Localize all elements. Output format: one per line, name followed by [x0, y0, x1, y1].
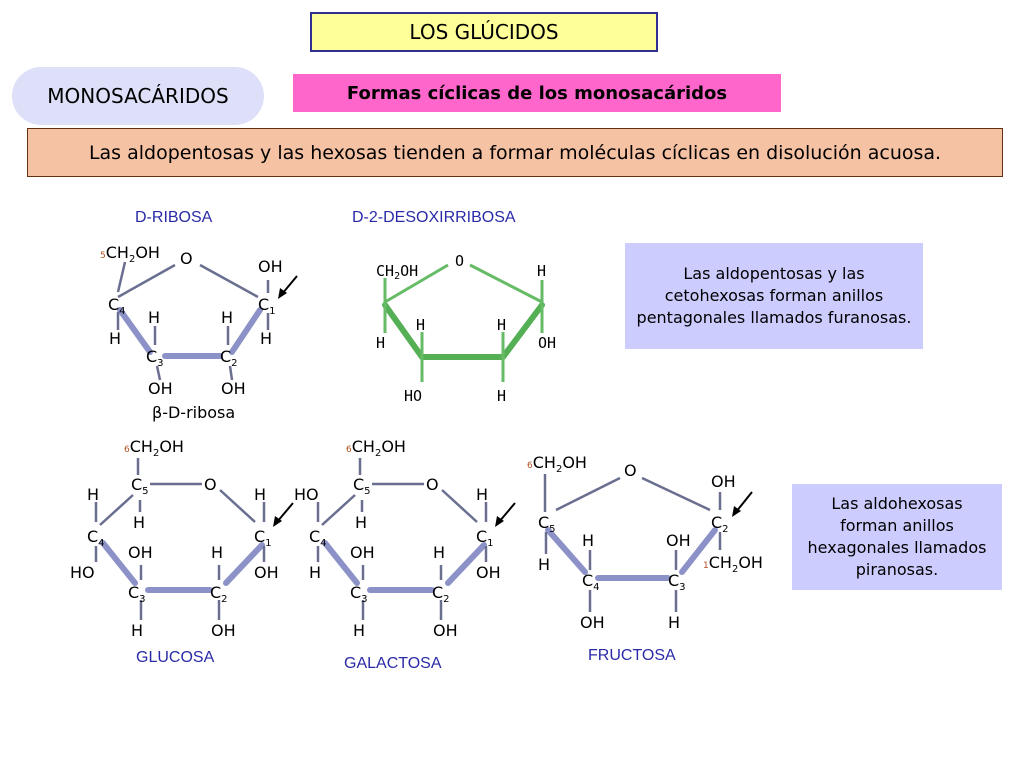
svg-text:1CH2OH: 1CH2OH — [703, 553, 763, 575]
svg-text:C2: C2 — [210, 583, 228, 605]
svg-text:O: O — [204, 475, 217, 494]
ribose-caption: β-D-ribosa — [152, 403, 235, 422]
subtitle-banner: Formas cíclicas de los monosacáridos — [293, 74, 781, 112]
intro-statement: Las aldopentosas y las hexosas tienden a… — [27, 128, 1003, 177]
pyranose-note: Las aldohexosas forman anillos hexagonal… — [792, 484, 1002, 590]
svg-text:H: H — [355, 513, 367, 532]
galactose-structure: 6CH2OH C5 O HO H H C4 C1 OH H H OH C3 C2… — [294, 437, 516, 672]
svg-text:C3: C3 — [128, 583, 146, 605]
deoxyribose-structure: D-2-DESOXIRRIBOSA CH2OH O H H H H OH HO … — [352, 209, 556, 405]
svg-text:O: O — [455, 252, 464, 270]
svg-text:O: O — [624, 461, 637, 480]
svg-text:H: H — [668, 613, 680, 632]
svg-text:C4: C4 — [582, 571, 600, 593]
svg-text:OH: OH — [350, 543, 375, 562]
svg-text:C1: C1 — [258, 295, 276, 317]
svg-text:H: H — [211, 543, 223, 562]
svg-text:6CH2OH: 6CH2OH — [346, 437, 406, 459]
svg-text:C2: C2 — [432, 583, 450, 605]
svg-text:H: H — [582, 531, 594, 550]
svg-text:H: H — [254, 485, 266, 504]
svg-text:C5: C5 — [538, 513, 556, 535]
svg-text:C5: C5 — [353, 475, 371, 497]
svg-text:CH2OH: CH2OH — [376, 262, 418, 282]
svg-text:O: O — [426, 475, 439, 494]
svg-text:H: H — [221, 308, 233, 327]
svg-text:H: H — [148, 308, 160, 327]
svg-text:H: H — [353, 621, 365, 640]
svg-text:H: H — [416, 316, 425, 334]
svg-text:OH: OH — [211, 621, 236, 640]
page-title: LOS GLÚCIDOS — [310, 12, 658, 52]
svg-text:C3: C3 — [668, 571, 686, 593]
ribose-structure: D-RIBOSA 5CH2OH O OH C4 C1 H H H H C3 C2… — [100, 209, 298, 422]
svg-text:OH: OH — [433, 621, 458, 640]
svg-text:H: H — [476, 485, 488, 504]
svg-text:OH: OH — [666, 531, 691, 550]
svg-text:OH: OH — [148, 379, 173, 398]
anomeric-arrow-icon — [732, 491, 753, 517]
svg-text:C4: C4 — [108, 295, 126, 317]
anomeric-arrow-icon — [495, 502, 516, 527]
svg-text:H: H — [497, 387, 506, 405]
svg-text:C2: C2 — [220, 347, 238, 369]
svg-text:OH: OH — [128, 543, 153, 562]
svg-text:HO: HO — [404, 387, 422, 405]
svg-text:H: H — [260, 329, 272, 348]
galactose-name: GALACTOSA — [344, 655, 442, 672]
furanose-note: Las aldopentosas y las cetohexosas forma… — [625, 243, 923, 349]
deoxyribose-name: D-2-DESOXIRRIBOSA — [352, 209, 516, 226]
fructose-structure: 6CH2OH O OH C5 C2 H H OH 1CH2OH C4 C3 OH… — [527, 453, 763, 664]
svg-text:H: H — [133, 513, 145, 532]
svg-text:6CH2OH: 6CH2OH — [124, 437, 184, 459]
svg-text:C1: C1 — [476, 527, 494, 549]
svg-text:C3: C3 — [146, 347, 164, 369]
anomeric-arrow-icon — [273, 502, 294, 527]
svg-text:HO: HO — [294, 485, 319, 504]
svg-text:H: H — [87, 485, 99, 504]
svg-text:H: H — [131, 621, 143, 640]
svg-text:C4: C4 — [87, 527, 105, 549]
svg-text:H: H — [376, 334, 385, 352]
svg-text:C1: C1 — [254, 527, 272, 549]
svg-text:OH: OH — [538, 334, 556, 352]
svg-text:H: H — [309, 563, 321, 582]
ring-oxygen-label: O — [180, 249, 193, 268]
svg-text:C4: C4 — [309, 527, 327, 549]
glucose-structure: 6CH2OH C5 O H H H C4 C1 OH H HO OH C3 C2… — [70, 437, 294, 666]
svg-text:H: H — [497, 316, 506, 334]
svg-text:6CH2OH: 6CH2OH — [527, 453, 587, 475]
svg-text:C2: C2 — [711, 513, 729, 535]
svg-text:OH: OH — [258, 257, 283, 276]
svg-text:H: H — [109, 329, 121, 348]
glucose-name: GLUCOSA — [136, 649, 215, 666]
svg-text:C3: C3 — [350, 583, 368, 605]
svg-text:OH: OH — [476, 563, 501, 582]
svg-text:OH: OH — [254, 563, 279, 582]
svg-text:OH: OH — [221, 379, 246, 398]
svg-text:H: H — [538, 555, 550, 574]
svg-text:H: H — [433, 543, 445, 562]
svg-text:OH: OH — [580, 613, 605, 632]
ribose-name: D-RIBOSA — [135, 209, 213, 226]
svg-text:C5: C5 — [131, 475, 149, 497]
svg-text:OH: OH — [711, 472, 736, 491]
fructose-name: FRUCTOSA — [588, 647, 676, 664]
svg-text:H: H — [537, 262, 546, 280]
svg-text:5CH2OH: 5CH2OH — [100, 243, 160, 265]
svg-text:HO: HO — [70, 563, 95, 582]
section-label: MONOSACÁRIDOS — [12, 67, 264, 125]
anomeric-arrow-icon — [278, 275, 298, 299]
